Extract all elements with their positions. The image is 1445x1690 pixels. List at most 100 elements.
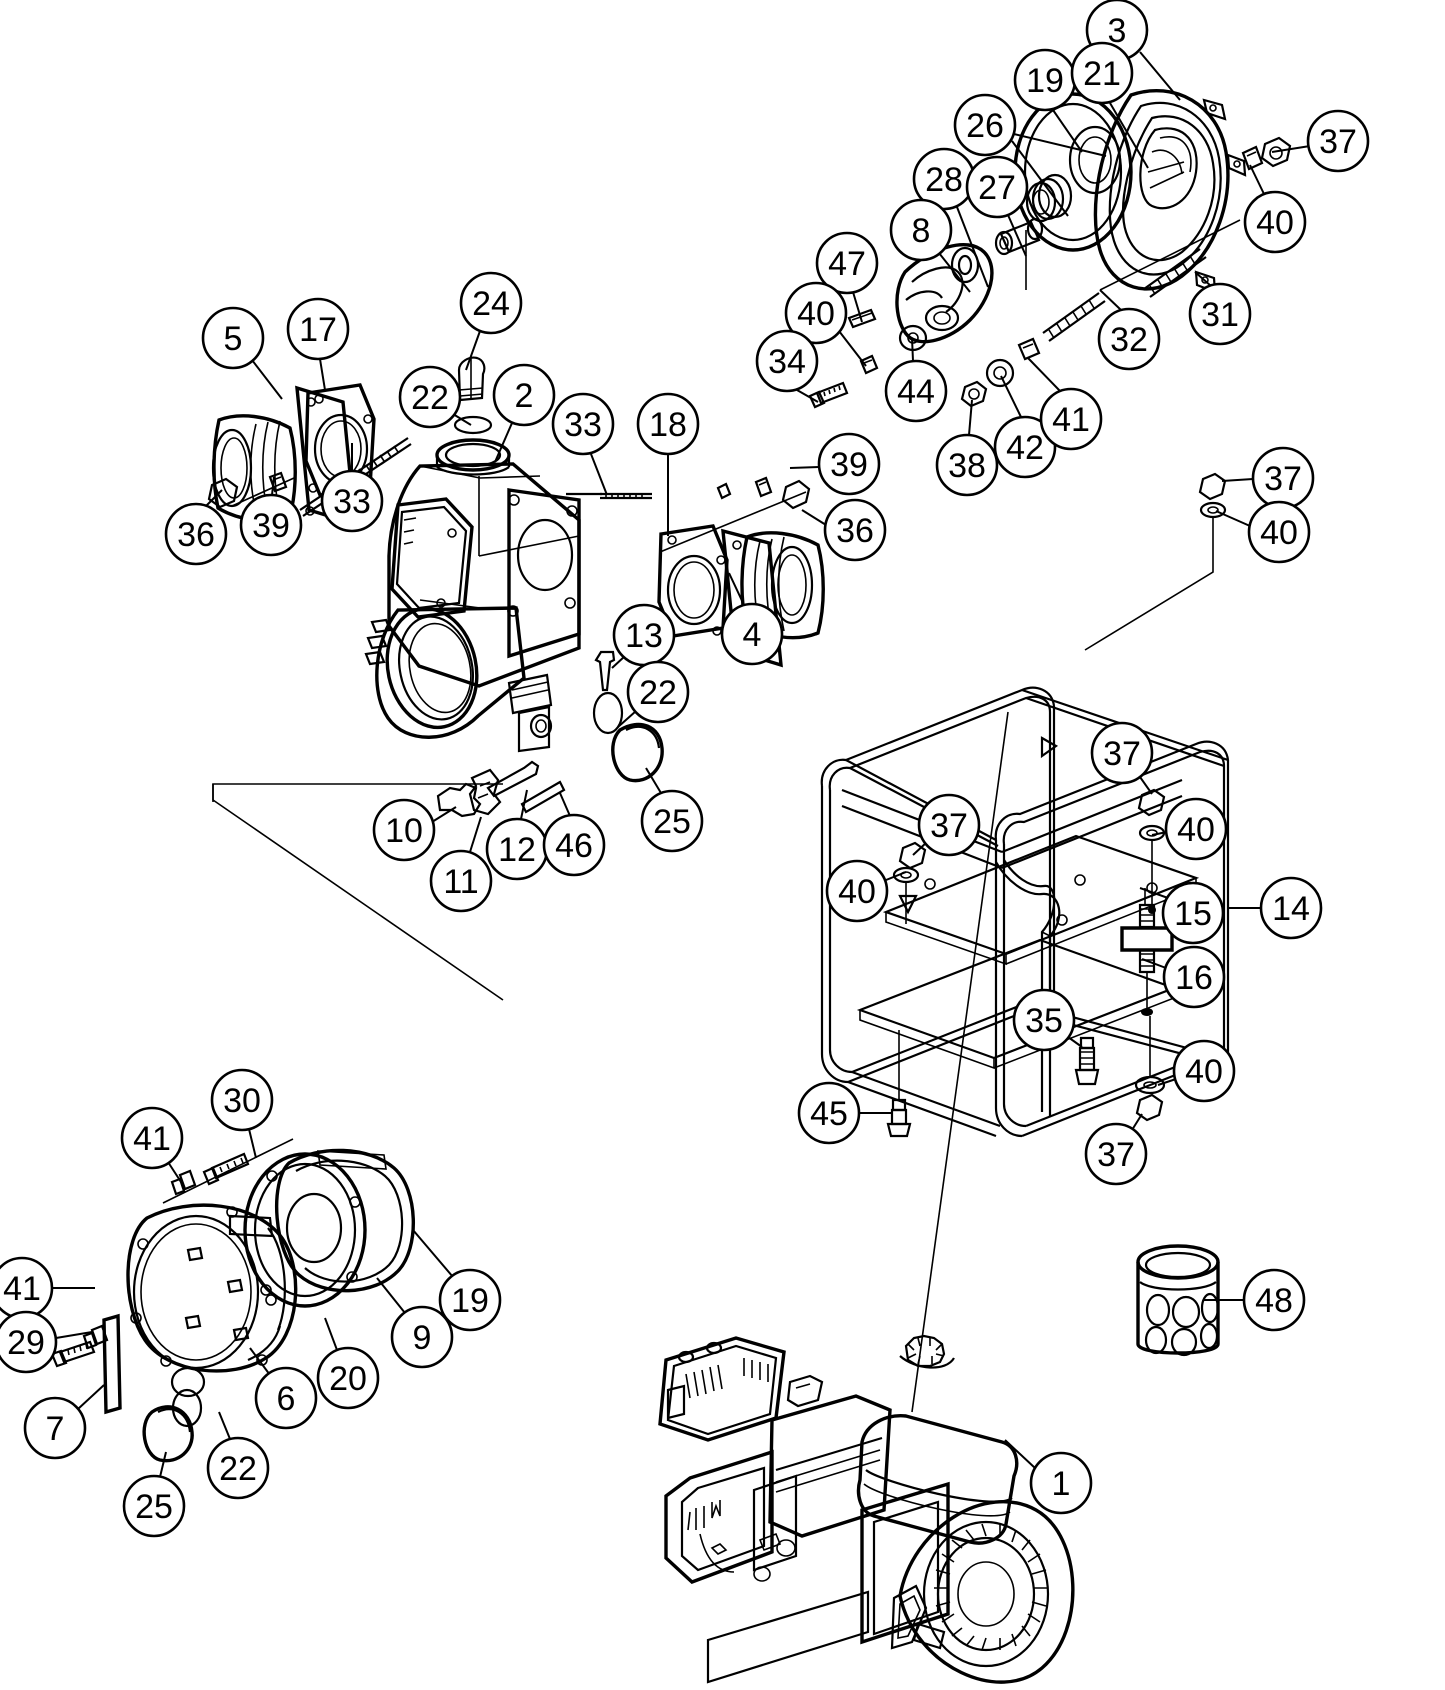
callout-40[interactable]: 40 (825, 859, 889, 923)
callout-37[interactable]: 37 (1090, 721, 1154, 785)
callout-5[interactable]: 5 (201, 306, 265, 370)
callout-circle[interactable] (320, 469, 384, 533)
callout-2[interactable]: 2 (492, 363, 556, 427)
callout-22[interactable]: 22 (206, 1436, 270, 1500)
callout-37[interactable]: 37 (1306, 109, 1370, 173)
callout-circle[interactable] (398, 365, 462, 429)
callout-circle[interactable] (372, 798, 436, 862)
callout-41[interactable]: 41 (120, 1106, 184, 1170)
callout-circle[interactable] (1029, 1451, 1093, 1515)
callout-circle[interactable] (164, 502, 228, 566)
callout-35[interactable]: 35 (1012, 988, 1076, 1052)
callout-12[interactable]: 12 (485, 817, 549, 881)
callout-37[interactable]: 37 (917, 793, 981, 857)
callout-circle[interactable] (636, 392, 700, 456)
callout-40[interactable]: 40 (1243, 190, 1307, 254)
callout-circle[interactable] (797, 1081, 861, 1145)
callout-33[interactable]: 33 (551, 392, 615, 456)
callout-circle[interactable] (1090, 721, 1154, 785)
callout-circle[interactable] (1161, 881, 1225, 945)
callout-circle[interactable] (815, 231, 879, 295)
callout-11[interactable]: 11 (429, 849, 493, 913)
callout-circle[interactable] (438, 1268, 502, 1332)
callout-circle[interactable] (817, 432, 881, 496)
callout-circle[interactable] (316, 1346, 380, 1410)
callout-19[interactable]: 19 (1013, 48, 1077, 112)
callout-17[interactable]: 17 (286, 297, 350, 361)
callout-circle[interactable] (889, 198, 953, 262)
callout-circle[interactable] (459, 271, 523, 335)
callout-circle[interactable] (884, 359, 948, 423)
callout-13[interactable]: 13 (612, 603, 676, 667)
callout-circle[interactable] (823, 498, 887, 562)
callout-37[interactable]: 37 (1084, 1122, 1148, 1186)
callout-circle[interactable] (201, 306, 265, 370)
callout-24[interactable]: 24 (459, 271, 523, 335)
callout-circle[interactable] (1070, 41, 1134, 105)
callout-1[interactable]: 1 (1029, 1451, 1093, 1515)
callout-41[interactable]: 41 (1039, 387, 1103, 451)
callout-26[interactable]: 26 (953, 93, 1017, 157)
callout-circle[interactable] (953, 93, 1017, 157)
callout-32[interactable]: 32 (1097, 307, 1161, 371)
callout-15[interactable]: 15 (1161, 881, 1225, 945)
callout-4[interactable]: 4 (720, 602, 784, 666)
callout-28[interactable]: 28 (912, 147, 976, 211)
callout-34[interactable]: 34 (755, 329, 819, 393)
callout-36[interactable]: 36 (164, 502, 228, 566)
callout-44[interactable]: 44 (884, 359, 948, 423)
callout-33[interactable]: 33 (320, 469, 384, 533)
callout-22[interactable]: 22 (626, 660, 690, 724)
callout-circle[interactable] (206, 1436, 270, 1500)
callout-47[interactable]: 47 (815, 231, 879, 295)
callout-25[interactable]: 25 (122, 1474, 186, 1538)
callout-circle[interactable] (1306, 109, 1370, 173)
callout-circle[interactable] (390, 1305, 454, 1369)
callout-40[interactable]: 40 (784, 281, 848, 345)
callout-41[interactable]: 41 (0, 1256, 54, 1320)
callout-circle[interactable] (965, 155, 1029, 219)
callout-40[interactable]: 40 (1247, 500, 1311, 564)
callout-16[interactable]: 16 (1162, 945, 1226, 1009)
callout-21[interactable]: 21 (1070, 41, 1134, 105)
callout-circle[interactable] (626, 660, 690, 724)
callout-circle[interactable] (784, 281, 848, 345)
callout-46[interactable]: 46 (542, 813, 606, 877)
callout-circle[interactable] (0, 1310, 58, 1374)
callout-circle[interactable] (1247, 500, 1311, 564)
callout-circle[interactable] (1162, 945, 1226, 1009)
callout-39[interactable]: 39 (817, 432, 881, 496)
callout-7[interactable]: 7 (23, 1396, 87, 1460)
callout-19[interactable]: 19 (438, 1268, 502, 1332)
callout-40[interactable]: 40 (1172, 1039, 1236, 1103)
callout-circle[interactable] (1243, 190, 1307, 254)
callout-circle[interactable] (492, 363, 556, 427)
callout-circle[interactable] (640, 789, 704, 853)
callout-14[interactable]: 14 (1259, 876, 1323, 940)
callout-circle[interactable] (1012, 988, 1076, 1052)
callout-circle[interactable] (1242, 1268, 1306, 1332)
callout-25[interactable]: 25 (640, 789, 704, 853)
callout-29[interactable]: 29 (0, 1310, 58, 1374)
callout-45[interactable]: 45 (797, 1081, 861, 1145)
callout-39[interactable]: 39 (239, 493, 303, 557)
callout-circle[interactable] (720, 602, 784, 666)
callout-circle[interactable] (935, 433, 999, 497)
callout-circle[interactable] (120, 1106, 184, 1170)
callout-circle[interactable] (254, 1366, 318, 1430)
callout-36[interactable]: 36 (823, 498, 887, 562)
callout-30[interactable]: 30 (210, 1068, 274, 1132)
callout-circle[interactable] (551, 392, 615, 456)
callout-circle[interactable] (1097, 307, 1161, 371)
callout-9[interactable]: 9 (390, 1305, 454, 1369)
callout-circle[interactable] (1039, 387, 1103, 451)
callout-48[interactable]: 48 (1242, 1268, 1306, 1332)
callout-circle[interactable] (429, 849, 493, 913)
callout-20[interactable]: 20 (316, 1346, 380, 1410)
callout-22[interactable]: 22 (398, 365, 462, 429)
callout-circle[interactable] (239, 493, 303, 557)
callout-circle[interactable] (917, 793, 981, 857)
callout-circle[interactable] (542, 813, 606, 877)
callout-circle[interactable] (993, 415, 1057, 479)
callout-circle[interactable] (1259, 876, 1323, 940)
